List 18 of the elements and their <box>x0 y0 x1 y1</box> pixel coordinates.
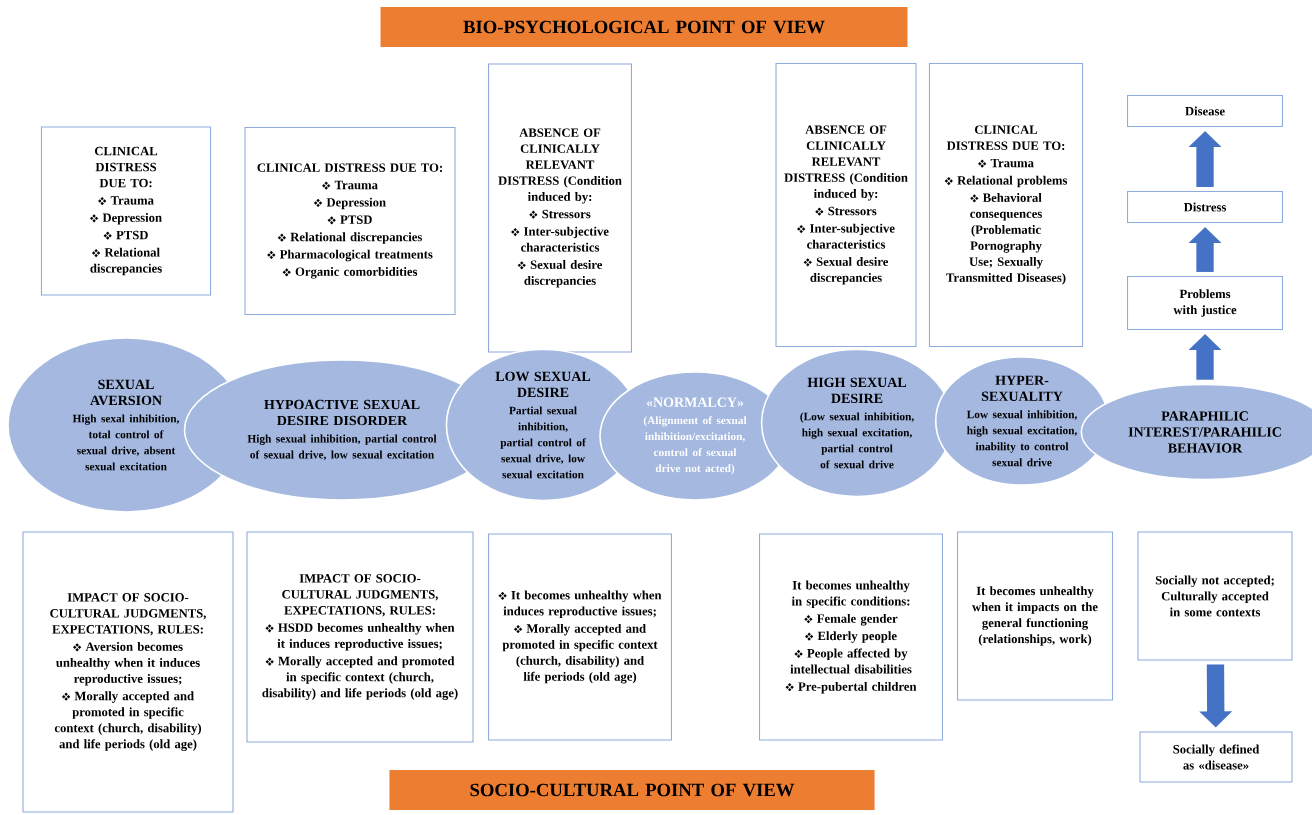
text-box: Distress <box>1127 191 1283 223</box>
text-box: Socially not accepted; Culturally accepted in some contexts <box>1137 531 1293 661</box>
text-box: It becomes unhealthy in specific conditions: Female gender Elderly people People affected by intellectual disabilities Pre-pubertal children <box>759 533 943 741</box>
text-box: ABSENCE OF CLINICALLY RELEVANT DISTRESS (Condition induced by: Stressors Inter-subjective characteristics Sexual desire discrepancies <box>488 63 632 353</box>
text-box: ABSENCE OF CLINICALLY RELEVANT DISTRESS (Condition induced by: Stressors Inter-subjective characteristics Sexual desire discrepancies <box>775 63 917 347</box>
heading-band: SOCIO-CULTURAL POINT OF VIEW <box>389 770 875 810</box>
text-box: It becomes unhealthy when it impacts on the general functioning (relationships, work) <box>957 531 1113 701</box>
text-box: IMPACT OF SOCIO-CULTURAL JUDGMENTS, EXPECTATIONS, RULES: Aversion becomes unhealthy when it induces reproductive issues; Morally accepted and promoted in specific context (church, disability) and life periods (old age) <box>22 531 234 813</box>
node-label: PARAPHILIC INTEREST/PARAHILIC BEHAVIOR <box>1128 411 1281 453</box>
text-box: Disease <box>1127 95 1283 127</box>
text-box: IMPACT OF SOCIO-CULTURAL JUDGMENTS, EXPECTATIONS, RULES: HSDD becomes unhealthy when it induces reproductive issues; Morally accepted and promoted in specific context (church, disability) and life periods (old age) <box>246 531 474 743</box>
heading-band: BIO-PSYCHOLOGICAL POINT OF VIEW <box>380 7 908 47</box>
text-box: CLINICAL DISTRESS DUE TO: Trauma Depression PTSD Relational discrepancies <box>40 126 212 296</box>
text-box: Socially defined as «disease» <box>1139 731 1293 783</box>
text-box: CLINICAL DISTRESS DUE TO: Trauma Relational problems Behavioral consequences (Problematic Pornography Use; Sexually Transmitted Diseases) <box>928 63 1084 347</box>
text-box: Problems with justice <box>1127 275 1283 331</box>
text-box: It becomes unhealthy when induces reproductive issues; Morally accepted and promoted in specific context (church, disability) and life periods (old age) <box>488 533 672 741</box>
text-box: CLINICAL DISTRESS DUE TO: Trauma Depression PTSD Relational discrepancies Pharmacological treatments Organic comorbidities <box>244 127 456 315</box>
